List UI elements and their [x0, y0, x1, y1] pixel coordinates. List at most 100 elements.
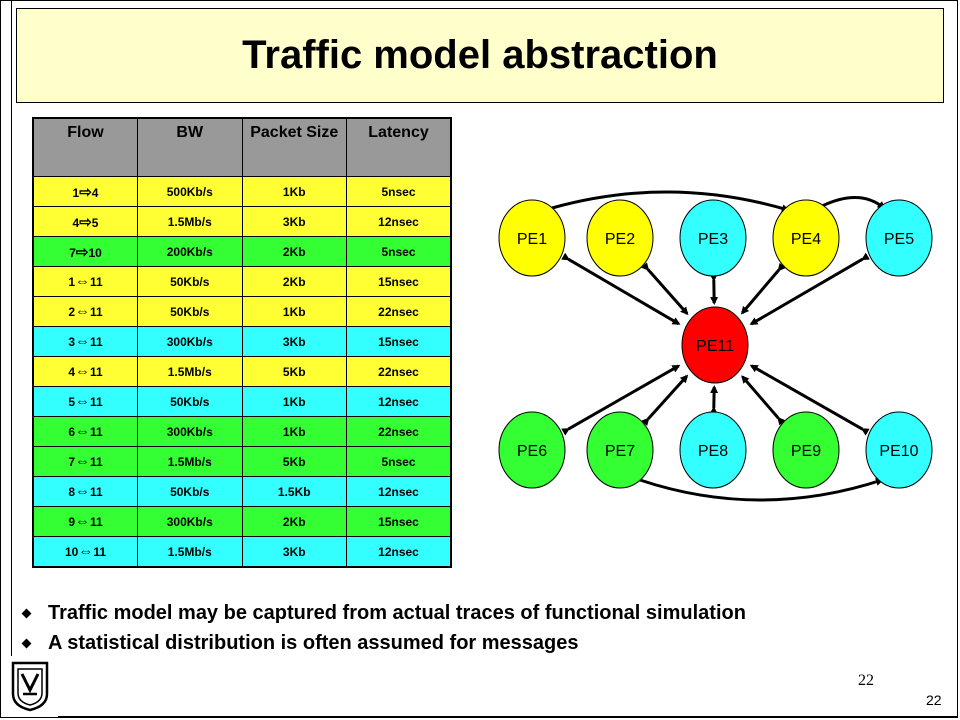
- node-label: PE1: [517, 231, 547, 248]
- flow-src: 7: [69, 245, 76, 260]
- header-bw: BW: [137, 117, 243, 177]
- flow-src: 6: [68, 425, 75, 439]
- edge-pe4-pe5: [821, 196, 886, 210]
- cell-latency: 15nsec: [346, 326, 452, 357]
- node-label: PE4: [791, 231, 821, 248]
- flow-arrow-icon: ⇔: [75, 303, 90, 320]
- cell-packet-size: 5Kb: [241, 356, 347, 387]
- bullet-diamond-icon: [21, 608, 32, 618]
- node-label: PE5: [884, 231, 914, 248]
- flow-dst: 11: [90, 305, 103, 319]
- cell-flow: 9⇔11: [32, 506, 138, 537]
- cell-latency: 5nsec: [346, 236, 452, 267]
- node-label: PE7: [605, 443, 635, 460]
- node-pe4: PE4: [772, 199, 840, 277]
- flow-src: 1: [72, 185, 80, 200]
- edge-pe7-pe10: [639, 478, 884, 502]
- edge-pe7-pe11: [641, 374, 689, 427]
- cell-bw: 300Kb/s: [137, 416, 243, 447]
- flow-src: 2: [68, 305, 75, 319]
- flow-dst: 11: [90, 335, 103, 349]
- node-pe8: PE8: [679, 411, 747, 489]
- cell-bw: 1.5Mb/s: [137, 536, 243, 568]
- cell-flow: 1⇨4: [32, 176, 138, 207]
- flow-src: 5: [68, 395, 75, 409]
- cell-flow: 10⇔11: [32, 536, 138, 568]
- cell-bw: 1.5Mb/s: [137, 206, 243, 237]
- flow-src: 4: [72, 215, 80, 230]
- cell-latency: 22nsec: [346, 416, 452, 447]
- cell-flow: 5⇔11: [32, 386, 138, 417]
- node-pe6: PE6: [498, 411, 566, 489]
- cell-latency: 22nsec: [346, 356, 452, 387]
- page-number: 22: [858, 672, 874, 689]
- cell-flow: 7⇔11: [32, 446, 138, 477]
- edge-pe4-pe11: [740, 262, 786, 315]
- node-label: PE11: [696, 338, 734, 355]
- flow-dst: 10: [88, 245, 102, 260]
- cell-flow: 6⇔11: [32, 416, 138, 447]
- cell-flow: 4⇨5: [32, 206, 138, 237]
- flow-dst: 4: [91, 185, 99, 200]
- flow-dst: 11: [90, 365, 103, 379]
- node-label: PE2: [605, 231, 635, 248]
- bullet-list: Traffic model may be captured from actua…: [20, 598, 746, 658]
- node-label: PE8: [698, 443, 728, 460]
- cell-packet-size: 2Kb: [241, 236, 347, 267]
- flow-dst: 11: [90, 455, 103, 469]
- flow-arrow-icon: ⇔: [75, 453, 90, 470]
- flow-arrow-icon: ⇔: [75, 513, 90, 530]
- flow-src: 9: [68, 515, 75, 529]
- cell-packet-size: 5Kb: [241, 446, 347, 477]
- node-pe10: PE10: [865, 411, 933, 489]
- flow-arrow-icon: ⇔: [75, 333, 90, 350]
- flow-src: 3: [68, 335, 75, 349]
- cell-bw: 500Kb/s: [137, 176, 243, 207]
- edge-pe5-pe11: [749, 252, 870, 326]
- node-label: PE6: [517, 443, 547, 460]
- flow-arrow-icon: ⇔: [75, 363, 90, 380]
- cell-packet-size: 3Kb: [241, 536, 347, 568]
- flow-dst: 11: [90, 485, 103, 499]
- edge-pe10-pe11: [749, 364, 870, 436]
- node-pe7: PE7: [586, 411, 654, 489]
- bullet-diamond-icon: [21, 638, 32, 648]
- flow-arrow-icon: ⇔: [75, 393, 90, 410]
- flow-src: 7: [68, 455, 75, 469]
- cell-latency: 5nsec: [346, 446, 452, 477]
- cell-flow: 3⇔11: [32, 326, 138, 357]
- cell-latency: 12nsec: [346, 536, 452, 568]
- flow-arrow-icon: ⇔: [75, 483, 90, 500]
- cell-packet-size: 1Kb: [241, 416, 347, 447]
- page-number-corner: 22: [926, 692, 942, 708]
- flow-arrow-icon: ⇔: [75, 423, 90, 440]
- cell-bw: 50Kb/s: [137, 476, 243, 507]
- flow-src: 10: [64, 545, 79, 559]
- slide-title: Traffic model abstraction: [242, 33, 718, 77]
- cell-flow: 1⇔11: [32, 266, 138, 297]
- flow-dst: 11: [90, 425, 103, 439]
- edge-pe2-pe11: [640, 262, 689, 316]
- cell-latency: 15nsec: [346, 506, 452, 537]
- cell-latency: 15nsec: [346, 266, 452, 297]
- node-pe5: PE5: [865, 199, 933, 277]
- node-label: PE10: [879, 443, 918, 460]
- edge-pe9-pe11: [741, 375, 786, 426]
- cell-latency: 22nsec: [346, 296, 452, 327]
- bullet-text: A statistical distribution is often assu…: [48, 632, 579, 654]
- flow-arrow-icon: ⇔: [78, 543, 94, 560]
- cell-bw: 1.5Mb/s: [137, 356, 243, 387]
- footer-line: [58, 716, 958, 717]
